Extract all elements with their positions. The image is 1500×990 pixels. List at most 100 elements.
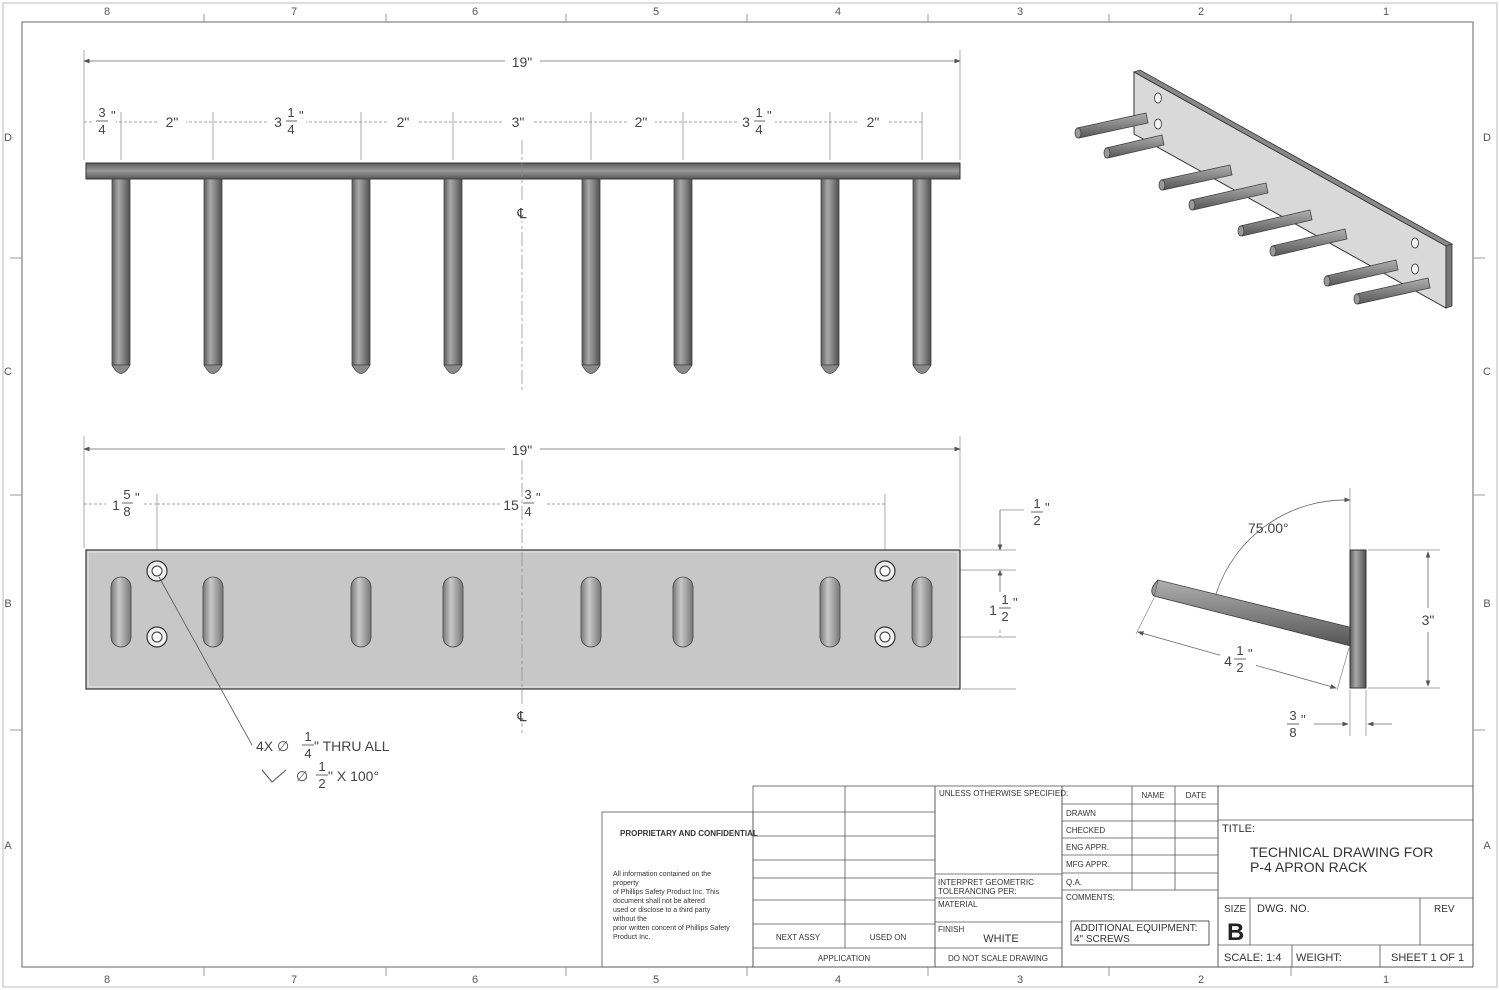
svg-text:": " [1045, 500, 1050, 515]
proprietary-line-2: property [613, 880, 639, 887]
top-dim-left-whole: 1 [112, 497, 120, 513]
top-view: 19" 1 5 8 " 15 3 4 " 1 2 " [83, 436, 1050, 791]
hole-callout-line1-den: 4 [304, 746, 311, 761]
front-dim-3: 3" [504, 113, 532, 131]
front-dim-2b: 2" [389, 113, 417, 131]
front-view: 19" 3 4 " 2" 3 1 4 " 2" 3" 2" 3 1 4 [83, 50, 961, 390]
zone-row-a-right: A [1483, 840, 1491, 852]
countersink-icon [261, 769, 287, 783]
title-block-text: PROPRIETARY AND CONFIDENTIAL All informa… [612, 789, 1464, 964]
side-thickness-dim: 3 8 " [1287, 708, 1306, 740]
front-peg-4 [443, 178, 463, 374]
zone-row-a-left: A [4, 840, 12, 852]
name-column-header: NAME [1141, 791, 1164, 800]
front-dim-2a: 2" [158, 113, 186, 131]
front-dim-2a-label: 2" [166, 114, 179, 130]
front-peg-2 [203, 178, 223, 374]
top-mounting-holes [146, 560, 896, 648]
iso-pegs [1074, 112, 1431, 305]
mounting-hole-1 [146, 560, 168, 582]
proprietary-line-5: used or disclose to a third party [613, 907, 711, 914]
top-peg-slot-4 [442, 576, 464, 648]
top-dim-edge: 1 2 " [1031, 496, 1050, 528]
additional-equipment-line-2: 4" SCREWS [1074, 934, 1130, 945]
zone-col-1-bottom: 1 [1383, 974, 1389, 986]
side-angle-label: 75.00° [1248, 520, 1289, 536]
top-dim-span-whole: 15 [503, 497, 519, 513]
zone-ticks [10, 14, 1485, 976]
hole-callout-line2-num: 1 [318, 759, 325, 774]
proprietary-line-4: document shall not be altered [613, 898, 705, 905]
top-peg-slot-3 [350, 576, 372, 648]
scale-label: SCALE: 1:4 [1224, 952, 1281, 964]
front-peg-3 [351, 178, 371, 374]
side-view: 75.00° 3" 4 1 2 " 3 8 " [1135, 488, 1440, 740]
size-label: SIZE [1224, 904, 1247, 915]
hole-callout-note: 4X ∅ 1 4 " THRU ALL ∅ 1 2 " X 100° [256, 729, 390, 791]
title-label: TITLE: [1222, 823, 1255, 835]
front-dim-34-inch: " [111, 108, 116, 123]
top-peg-slot-7 [819, 576, 841, 648]
finish-value: WHITE [983, 933, 1018, 945]
svg-text:": " [1301, 712, 1306, 727]
zone-col-5-top: 5 [653, 6, 659, 18]
front-dim-314a: 3 1 4 " [268, 104, 306, 140]
svg-text:": " [1013, 595, 1018, 610]
dwg-no-label: DWG. NO. [1257, 903, 1310, 915]
top-overall-dim-label: 19" [512, 442, 533, 458]
top-dim-edge-den: 2 [1033, 513, 1040, 528]
zone-col-4-bottom: 4 [835, 974, 841, 986]
front-pegs [111, 178, 932, 374]
iso-mounting-holes [1154, 92, 1419, 275]
hole-callout-line1-num: 1 [304, 729, 311, 744]
zone-labels-right: D C B A [1483, 132, 1491, 852]
top-peg-slot-5 [580, 576, 602, 648]
zone-row-b-left: B [4, 598, 11, 610]
hole-callout-line2-pre: ∅ [296, 768, 308, 784]
proprietary-line-6: without the [612, 916, 647, 923]
hole-callout-line2-den: 2 [318, 776, 325, 791]
drawing-title-line-1: TECHNICAL DRAWING FOR [1250, 844, 1433, 860]
side-thickness-num: 3 [1289, 708, 1296, 723]
zone-row-d-right: D [1483, 132, 1491, 144]
top-peg-slot-2 [202, 576, 224, 648]
front-dim-2c: 2" [627, 113, 655, 131]
zone-labels-bottom: 8 7 6 5 4 3 2 1 [104, 974, 1389, 986]
front-peg-6 [673, 178, 693, 374]
checked-label: CHECKED [1066, 826, 1105, 835]
do-not-scale-label: DO NOT SCALE DRAWING [948, 954, 1048, 963]
zone-col-3-bottom: 3 [1017, 974, 1023, 986]
front-dim-34-den: 4 [98, 122, 105, 137]
front-dim-314b: 3 1 4 " [737, 104, 775, 140]
zone-col-4-top: 4 [835, 6, 841, 18]
additional-equipment-line-1: ADDITIONAL EQUIPMENT: [1074, 923, 1198, 934]
front-overall-dim-label: 19" [512, 54, 533, 70]
zone-col-7-bottom: 7 [291, 974, 297, 986]
weight-label: WEIGHT: [1296, 952, 1342, 964]
zone-col-6-top: 6 [472, 6, 478, 18]
zone-col-6-bottom: 6 [472, 974, 478, 986]
material-label: MATERIAL [938, 900, 978, 909]
zone-labels-top: 8 7 6 5 4 3 2 1 [104, 6, 1389, 18]
top-dim-left-den: 8 [123, 504, 130, 519]
iso-peg-2 [1105, 134, 1165, 159]
unless-specified-label: UNLESS OTHERWISE SPECIFIED: [939, 789, 1068, 798]
front-dim-2d-label: 2" [867, 114, 880, 130]
size-value: B [1227, 919, 1244, 946]
front-peg-8 [912, 178, 932, 374]
front-peg-1 [111, 178, 131, 374]
mounting-hole-4 [874, 626, 896, 648]
front-dim-314b-whole: 3 [742, 114, 750, 130]
proprietary-line-3: of Phillips Safety Product Inc. This [613, 889, 720, 896]
front-dim-314a-num: 1 [287, 105, 294, 120]
eng-appr-label: ENG APPR. [1066, 843, 1109, 852]
comments-label: COMMENTS: [1066, 893, 1115, 902]
side-peg [1153, 579, 1354, 647]
top-peg-slot-6 [672, 576, 694, 648]
iso-plate-side-edge [1445, 243, 1453, 309]
top-dim-hole-sp-whole: 1 [989, 602, 997, 618]
svg-text:": " [299, 108, 304, 123]
iso-plate-face [1133, 71, 1447, 309]
rev-label: REV [1434, 904, 1455, 915]
